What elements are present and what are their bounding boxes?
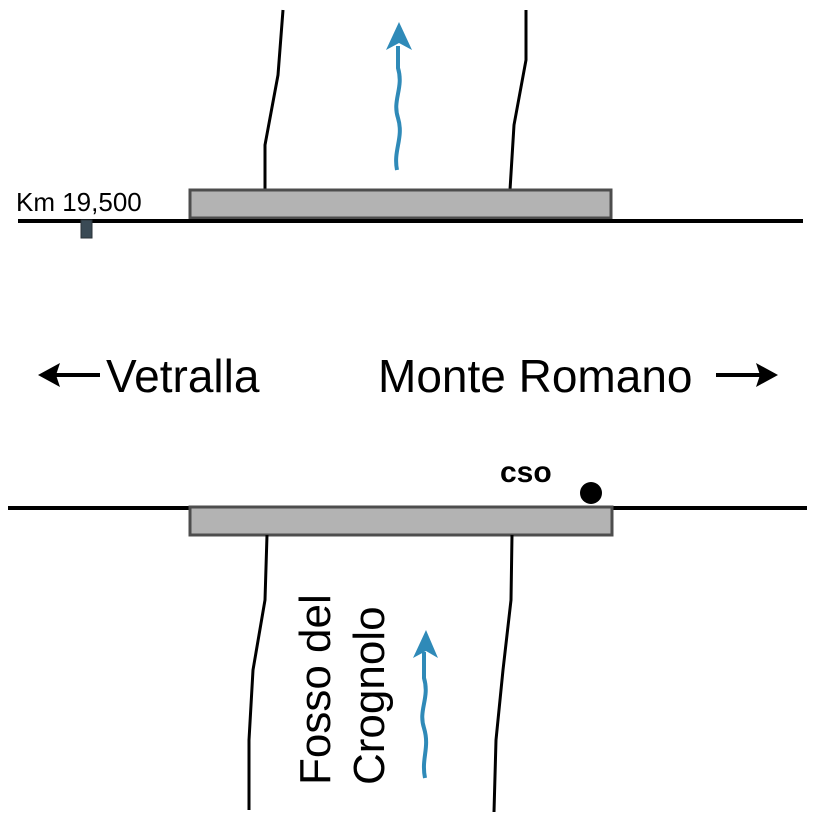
left-direction-label: Vetralla — [106, 350, 260, 402]
upper-flow-arrow-shaft — [394, 46, 402, 171]
cso-label: cso — [500, 456, 552, 489]
upper-right-bank — [508, 10, 528, 191]
upper-bridge-deck — [188, 188, 613, 220]
lower-flow-arrow-head — [413, 630, 438, 658]
lower-bridge-deck — [188, 505, 614, 537]
lower-left-bank — [247, 534, 269, 810]
right-direction-label: Monte Romano — [378, 350, 693, 402]
arrow-right-icon — [716, 363, 778, 387]
km-marker-label: Km 19,500 — [16, 187, 142, 217]
upper-left-bank — [263, 9, 285, 190]
lower-right-bank — [492, 534, 514, 813]
km-marker-post — [80, 219, 93, 239]
cso-point — [580, 482, 602, 504]
lower-flow-arrow-shaft — [420, 652, 429, 779]
arrow-left-icon — [38, 363, 100, 387]
stream-name-line2: Crognolo — [345, 606, 394, 785]
upper-flow-arrow-head — [386, 22, 412, 50]
stream-name-line1: Fosso del — [291, 594, 340, 785]
